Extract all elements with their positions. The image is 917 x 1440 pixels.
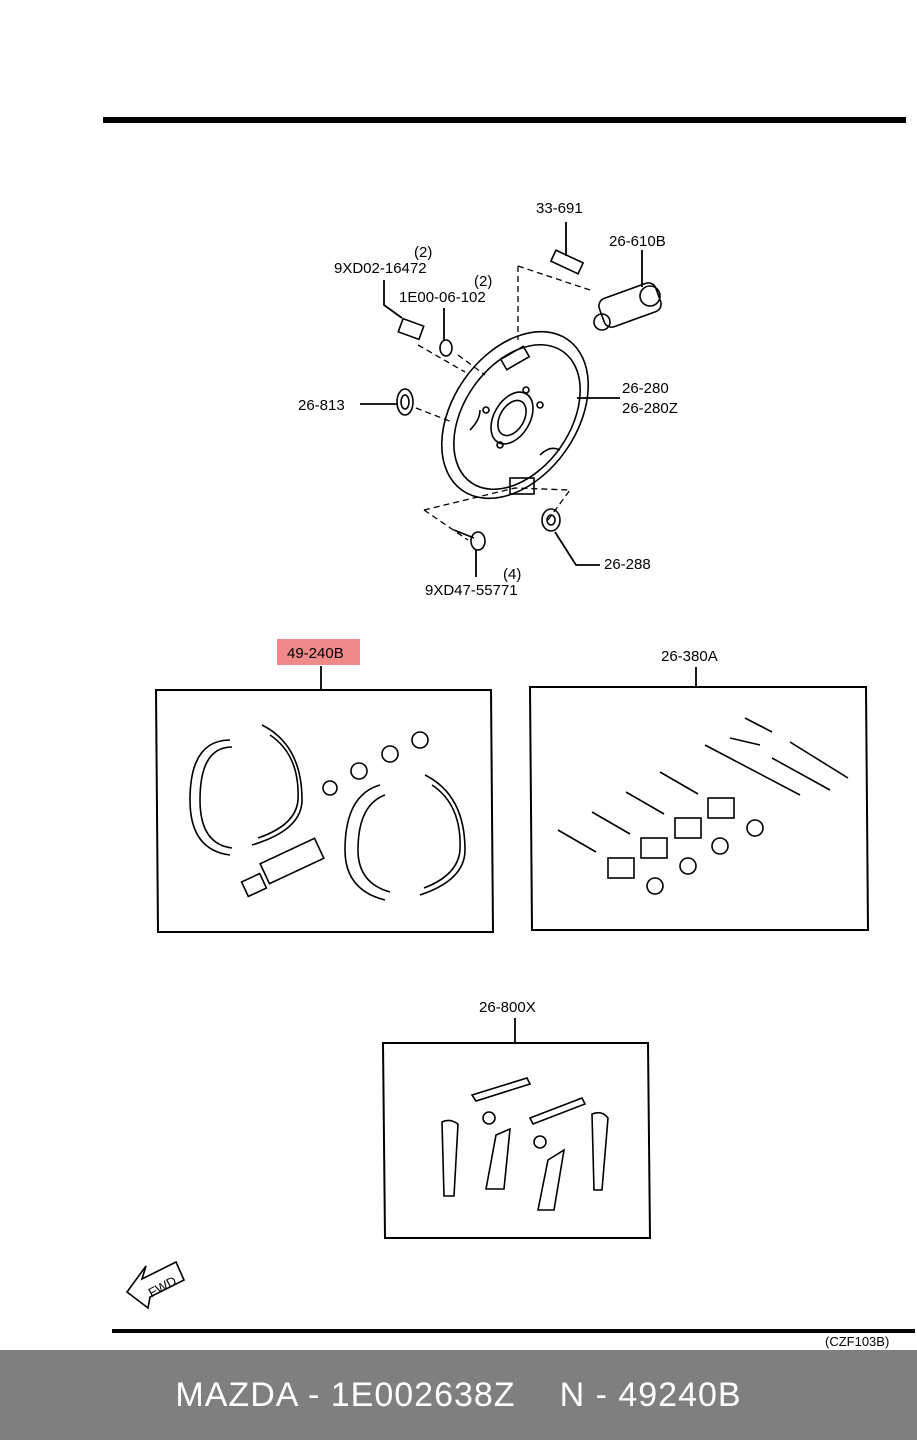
label-9xd02-16472: 9XD02-16472 [334, 260, 427, 277]
washer [439, 308, 453, 357]
label-26-813: 26-813 [298, 397, 345, 414]
nut [541, 508, 600, 566]
label-26-288: 26-288 [604, 556, 651, 573]
brake-shoe-kit[interactable]: 49-240B [154, 639, 495, 933]
label-26-280z: 26-280Z [622, 400, 678, 417]
label-stud-qty: (4) [503, 566, 521, 583]
label-9xd47-55771: 9XD47-55771 [425, 582, 518, 599]
wheel-cylinder [593, 250, 662, 331]
bottom-rule [112, 1329, 915, 1333]
footer-ref-part: N - 49240B [559, 1375, 742, 1414]
label-26-610b: 26-610B [609, 233, 666, 250]
bolt [383, 280, 425, 341]
parts-diagram: 33-691 26-610B (2) 9XD02-16472 (2) 1E00-… [103, 117, 915, 1349]
label-26-800x: 26-800X [479, 999, 536, 1016]
lever-kit: 26-800X [381, 999, 652, 1239]
label-33-691: 33-691 [536, 200, 583, 217]
footer-bar: MAZDA - 1E002638Z N - 49240B [0, 1350, 917, 1440]
label-49-240b[interactable]: 49-240B [287, 645, 344, 662]
plug [360, 388, 414, 416]
label-bolt-qty: (2) [414, 244, 432, 261]
backing-plate [440, 330, 620, 500]
label-26-380a: 26-380A [661, 648, 718, 665]
label-26-280: 26-280 [622, 380, 669, 397]
backing-plate-assembly: 33-691 26-610B (2) 9XD02-16472 (2) 1E00-… [298, 200, 678, 599]
spring-kit: 26-380A [528, 648, 870, 931]
highlight-box [277, 639, 360, 665]
footer-brand-part: MAZDA - 1E002638Z [175, 1375, 516, 1414]
bleeder-screw [549, 222, 585, 275]
diagram-code: (CZF103B) [825, 1334, 889, 1349]
label-1e00-06-102: 1E00-06-102 [399, 289, 486, 306]
label-washer-qty: (2) [474, 273, 492, 290]
top-rule [103, 117, 906, 123]
stud [453, 529, 486, 577]
fwd-label: FWD [146, 1273, 179, 1300]
fwd-arrow-icon: FWD [125, 1260, 186, 1310]
